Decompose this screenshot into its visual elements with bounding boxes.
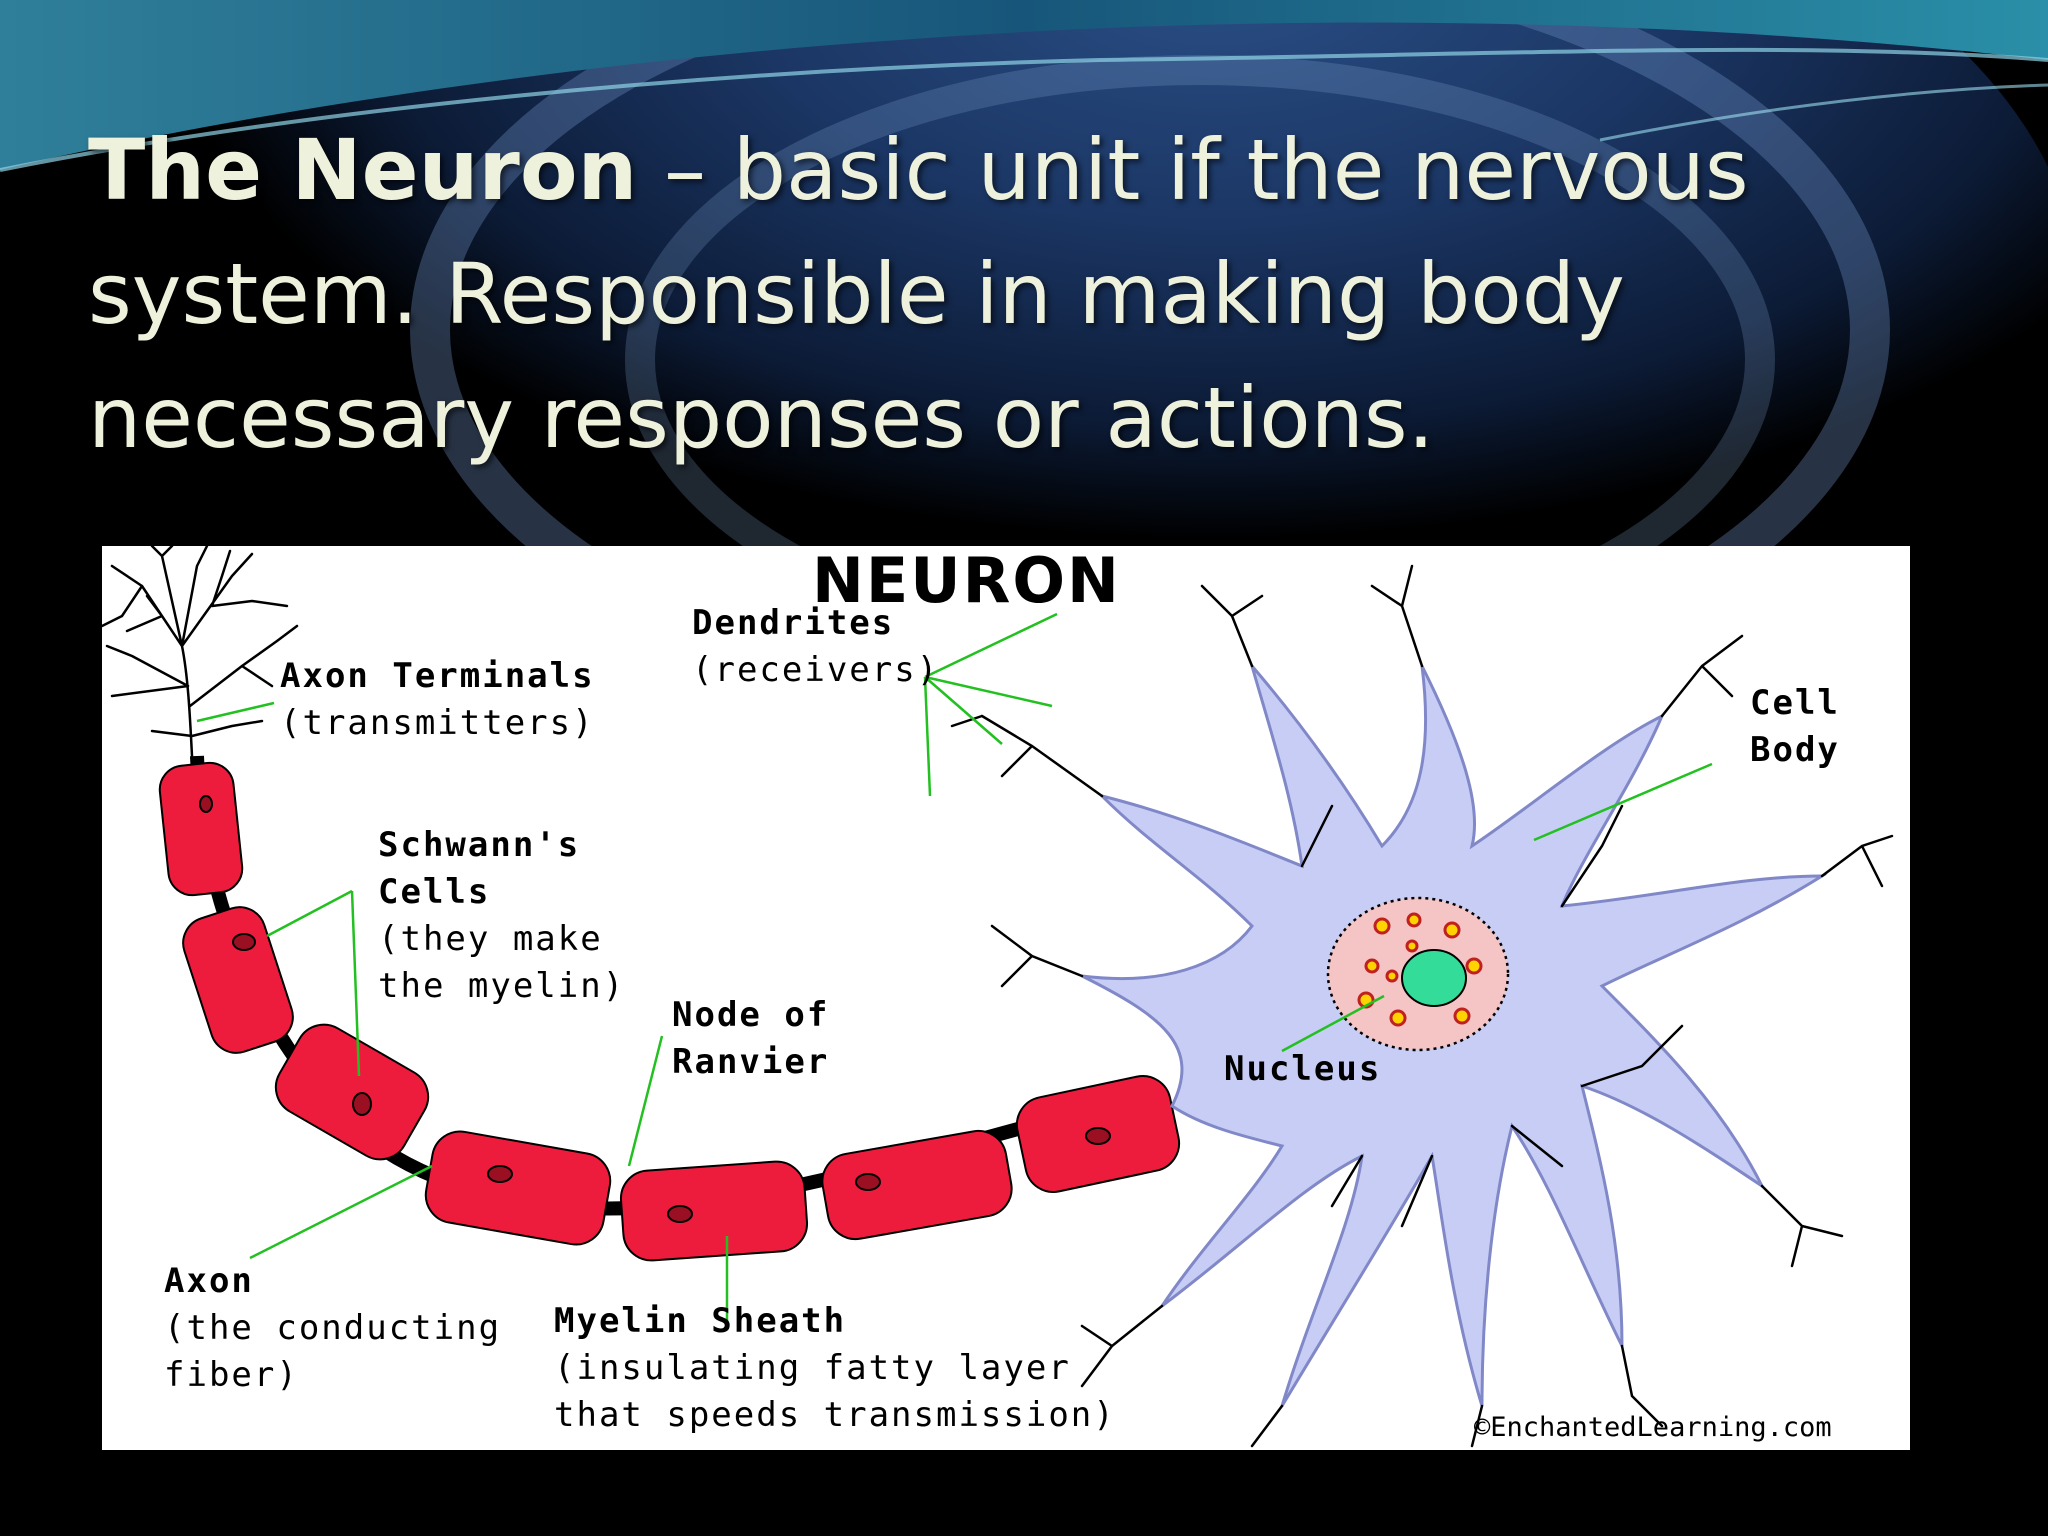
label-axon: Axon (the conducting fiber) [164,1258,501,1399]
label-cell-body-name1: Cell [1750,683,1840,723]
label-axon-terminals-desc: (transmitters) [280,703,595,743]
label-node-of-ranvier-name2: Ranvier [672,1042,830,1082]
label-dendrites-desc: (receivers) [692,650,940,690]
myelin-segment [821,1129,1013,1241]
label-axon-desc1: (the conducting [164,1308,502,1348]
myelin-segment [619,1160,809,1262]
cell-body-drawing [950,564,1894,1448]
pointer-lines [196,612,1713,1328]
label-nucleus: Nucleus [1224,1046,1381,1093]
label-node-of-ranvier-name1: Node of [672,995,830,1035]
nucleolus-drawing [1401,949,1467,1007]
myelin-segment [182,906,294,1054]
slide-title: The Neuron – basic unit if the nervous s… [88,108,2008,480]
label-myelin-sheath-desc2: that speeds transmission) [554,1395,1116,1435]
slide-title-line1-rest: – basic unit if the nervous [637,121,1749,219]
label-myelin-sheath-name: Myelin Sheath [554,1301,847,1341]
label-dendrites-name: Dendrites [692,603,895,643]
label-axon-desc2: fiber) [164,1355,299,1395]
label-schwann-cells-desc1: (they make [378,919,603,959]
label-dendrites: Dendrites (receivers) [692,600,939,694]
neuron-diagram: NEURON Dendrites (receivers) Axon Termin… [102,546,1910,1450]
myelin-segment [274,1023,430,1161]
slide-title-bold: The Neuron [88,121,638,219]
label-axon-terminals-name: Axon Terminals [280,656,595,696]
label-node-of-ranvier: Node of Ranvier [672,992,829,1086]
axon-drawing [158,755,1181,1262]
label-cell-body-name2: Body [1750,730,1840,770]
label-myelin-sheath: Myelin Sheath (insulating fatty layer th… [554,1298,1116,1439]
label-schwann-cells: Schwann's Cells (they make the myelin) [378,822,625,1010]
slide-title-line2: system. Responsible in making body [88,245,1625,343]
label-nucleus-name: Nucleus [1224,1049,1382,1089]
myelin-segment [424,1130,612,1246]
label-schwann-cells-desc2: the myelin) [378,966,626,1006]
label-axon-name: Axon [164,1261,254,1301]
neuron-illustration [102,546,1894,1448]
slide-title-line3: necessary responses or actions. [88,369,1435,467]
label-schwann-cells-name2: Cells [378,872,491,912]
myelin-segment [158,761,244,897]
label-schwann-cells-name1: Schwann's [378,825,581,865]
label-myelin-sheath-desc1: (insulating fatty layer [554,1348,1071,1388]
diagram-title: NEURON [812,546,1121,617]
label-cell-body: Cell Body [1750,680,1840,774]
copyright-notice: ©EnchantedLearning.com [1474,1412,1832,1443]
axon-terminals-drawing [102,546,299,758]
label-axon-terminals: Axon Terminals (transmitters) [280,653,595,747]
